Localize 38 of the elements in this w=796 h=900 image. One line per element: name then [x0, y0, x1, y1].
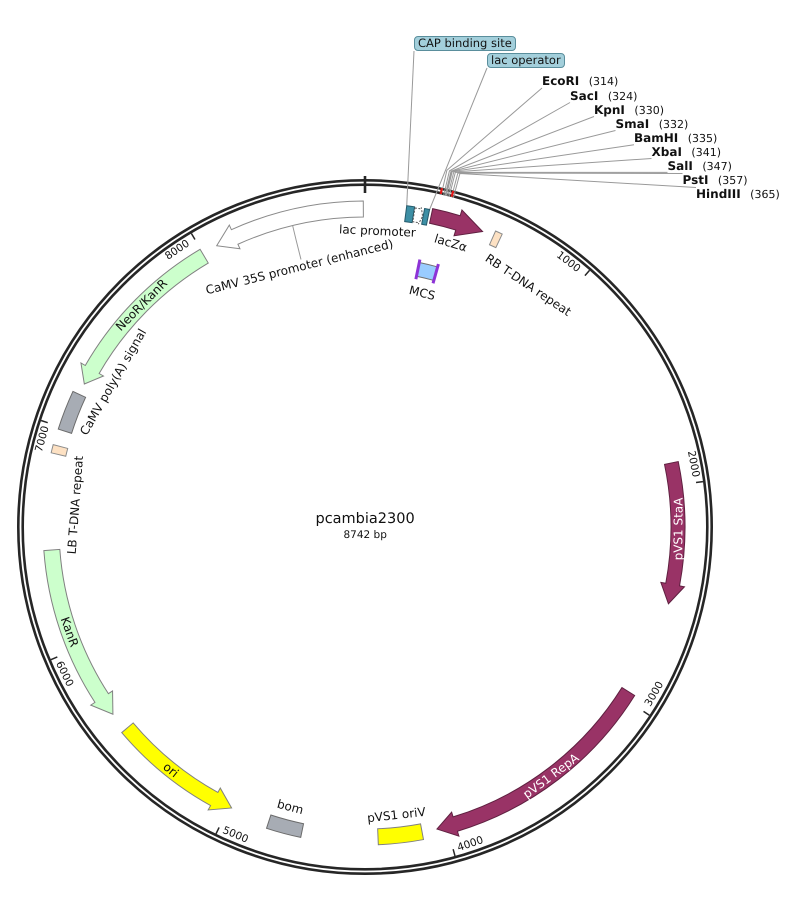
enzyme-label: SalI (347)	[668, 160, 732, 172]
feature-block	[403, 204, 416, 224]
leader-line	[447, 158, 652, 197]
feature-label: lacZα	[433, 231, 470, 254]
leader-line	[292, 225, 302, 260]
feature-label: bom	[276, 797, 305, 818]
tick-label: 5000	[221, 824, 250, 846]
leader-line	[445, 130, 616, 196]
feature-label: LB T-DNA repeat	[64, 455, 86, 555]
enzyme-label: EcoRI (314)	[542, 75, 618, 88]
feature-tag: CAP binding site	[414, 36, 516, 51]
feature-label: ori	[160, 760, 182, 780]
leader-line	[406, 50, 414, 206]
enzyme-label: HindIII (365)	[696, 188, 780, 200]
plasmid-size: 8742 bp	[344, 528, 387, 540]
enzyme-label: SmaI (332)	[616, 118, 688, 130]
enzyme-label: KpnI (330)	[594, 104, 664, 116]
enzyme-label: PstI (357)	[682, 174, 748, 186]
tick-label: 7000	[33, 424, 52, 454]
enzyme-label: XbaI (341)	[652, 146, 721, 158]
tick-label: 4000	[456, 834, 486, 854]
leader-line	[443, 102, 570, 196]
tick-label: 6000	[54, 659, 76, 688]
leader-line	[444, 116, 594, 196]
feature-tag: lac operator	[487, 53, 565, 68]
feature-label: MCS	[408, 283, 437, 304]
feature-label: lac promoter	[339, 222, 416, 240]
tick-label: 2000	[684, 450, 702, 479]
leader-line	[446, 144, 634, 196]
feature-label: KanR	[57, 615, 81, 650]
enzyme-label: BamHI (335)	[634, 132, 718, 145]
leader-line	[440, 88, 542, 196]
feature-label: pVS1 oriV	[366, 804, 427, 826]
enzyme-label: SacI (324)	[570, 90, 638, 102]
plasmid-name: pcambia2300	[316, 511, 415, 528]
feature-label: pVS1 StaA	[670, 497, 686, 560]
leader-line	[429, 68, 488, 210]
feature-block	[420, 207, 431, 227]
